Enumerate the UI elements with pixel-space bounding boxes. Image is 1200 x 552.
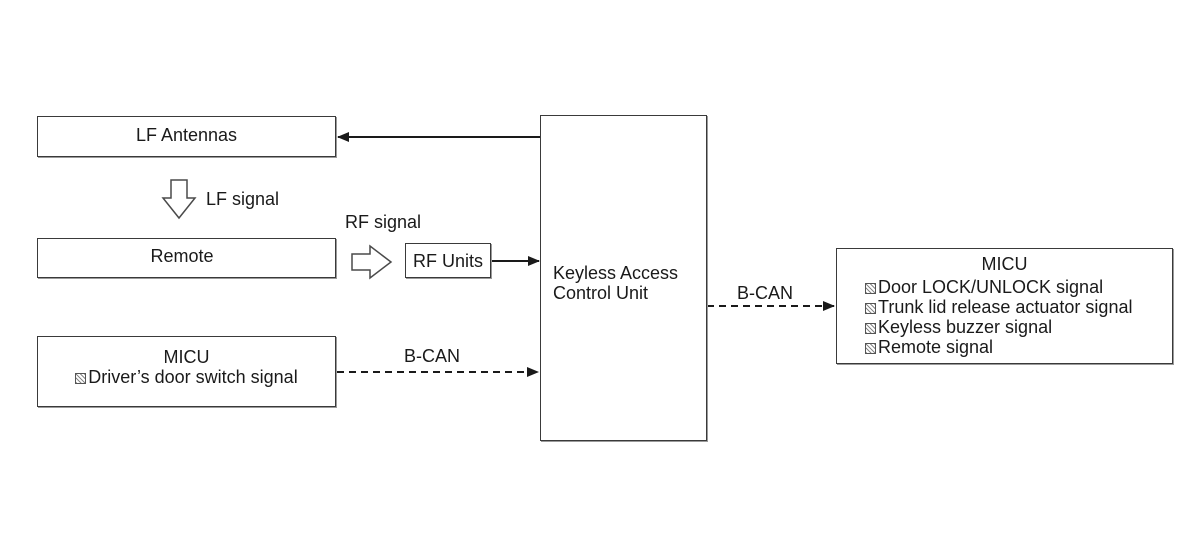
micu-right-item: Remote signal [865, 337, 1132, 357]
micu-left-block [37, 336, 336, 407]
micu-right-list: Door LOCK/UNLOCK signal Trunk lid releas… [865, 277, 1132, 357]
rf-units-label: RF Units [412, 251, 483, 271]
keyless-access-control-unit-block [540, 115, 707, 441]
remote-block [37, 238, 336, 278]
micu-right-item: Trunk lid release actuator signal [865, 297, 1132, 317]
lf-antennas-label: LF Antennas [135, 125, 238, 145]
micu-right-item: Door LOCK/UNLOCK signal [865, 277, 1132, 297]
rf-signal-right-arrow-icon [351, 244, 393, 280]
bullet-glyph-icon [865, 303, 876, 314]
rf-signal-label: RF signal [345, 212, 422, 232]
micu-right-item: Keyless buzzer signal [865, 317, 1132, 337]
kacu-label: Keyless Access Control Unit [553, 263, 679, 303]
lf-signal-label: LF signal [206, 189, 280, 209]
remote-label: Remote [150, 246, 214, 266]
bullet-glyph-icon [865, 343, 876, 354]
lf-signal-down-arrow-icon [161, 179, 197, 220]
micu-left-text: MICU Driver’s door switch signal [37, 347, 336, 387]
bullet-glyph-icon [75, 373, 87, 384]
micu-left-item: Driver’s door switch signal [37, 367, 336, 387]
micu-left-title: MICU [163, 347, 210, 367]
bullet-glyph-icon [865, 283, 876, 294]
micu-right-title: MICU [981, 254, 1028, 274]
bcan-left-label: B-CAN [404, 346, 461, 366]
bcan-right-label: B-CAN [737, 283, 794, 303]
rf-units-block [405, 243, 491, 278]
lf-antennas-block [37, 116, 336, 157]
micu-right-block [836, 248, 1173, 364]
bullet-glyph-icon [865, 323, 876, 334]
